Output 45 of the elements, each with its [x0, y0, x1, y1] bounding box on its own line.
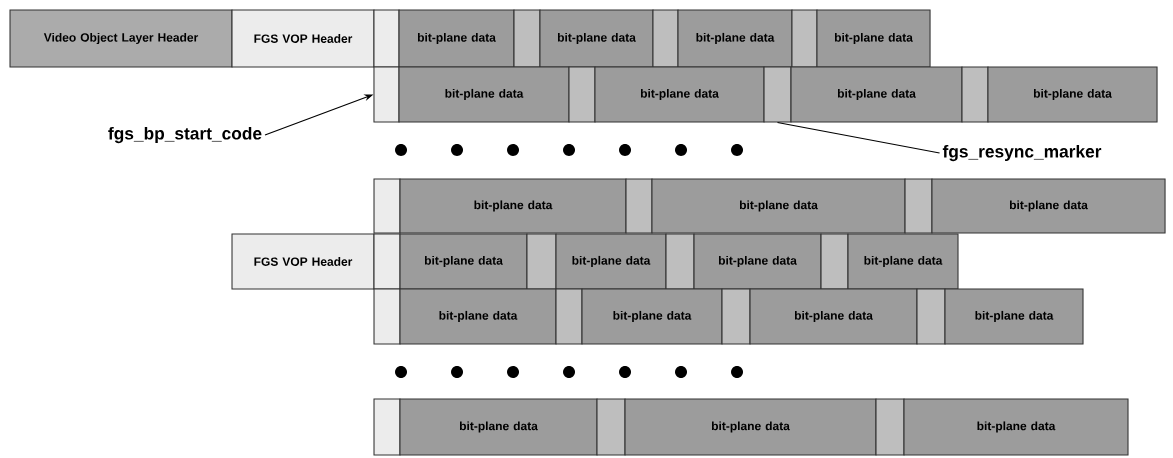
marker-field	[763, 66, 792, 123]
data-field: bit-plane data	[539, 9, 654, 68]
marker-field	[373, 288, 401, 345]
marker-field	[625, 178, 653, 234]
data-field: bit-plane data	[693, 233, 822, 290]
data-field: bit-plane data	[399, 398, 598, 456]
header-field: Video Object Layer Header	[9, 9, 233, 68]
marker-field	[961, 66, 989, 123]
marker-field	[721, 288, 751, 345]
data-field: bit-plane data	[749, 288, 918, 345]
marker-field	[373, 233, 401, 290]
data-field: bit-plane data	[399, 233, 528, 290]
data-field: bit-plane data	[555, 233, 667, 290]
marker-field	[665, 233, 695, 290]
data-field: bit-plane data	[790, 66, 963, 123]
data-field: bit-plane data	[581, 288, 723, 345]
marker-field	[820, 233, 849, 290]
data-field: bit-plane data	[847, 233, 959, 290]
data-field: bit-plane data	[398, 9, 515, 68]
data-field: bit-plane data	[594, 66, 765, 123]
data-field: bit-plane data	[987, 66, 1158, 123]
marker-field	[568, 66, 596, 123]
marker-field	[596, 398, 626, 456]
data-field: bit-plane data	[398, 66, 570, 123]
marker-field	[373, 66, 400, 123]
marker-field	[904, 178, 933, 234]
data-field: bit-plane data	[677, 9, 793, 68]
marker-field	[373, 9, 400, 68]
callout-label: fgs_resync_marker	[942, 144, 1102, 162]
data-field: bit-plane data	[624, 398, 877, 456]
data-field: bit-plane data	[399, 288, 557, 345]
callout-label: fgs_bp_start_code	[108, 126, 262, 144]
marker-field	[555, 288, 583, 345]
data-field: bit-plane data	[816, 9, 931, 68]
marker-field	[513, 9, 541, 68]
marker-field	[791, 9, 818, 68]
marker-field	[875, 398, 905, 456]
marker-field	[916, 288, 946, 345]
marker-field	[373, 178, 401, 234]
marker-field	[652, 9, 679, 68]
marker-field	[526, 233, 557, 290]
data-field: bit-plane data	[944, 288, 1084, 345]
data-field: bit-plane data	[903, 398, 1129, 456]
leader-line	[776, 121, 941, 154]
marker-field	[373, 398, 401, 456]
